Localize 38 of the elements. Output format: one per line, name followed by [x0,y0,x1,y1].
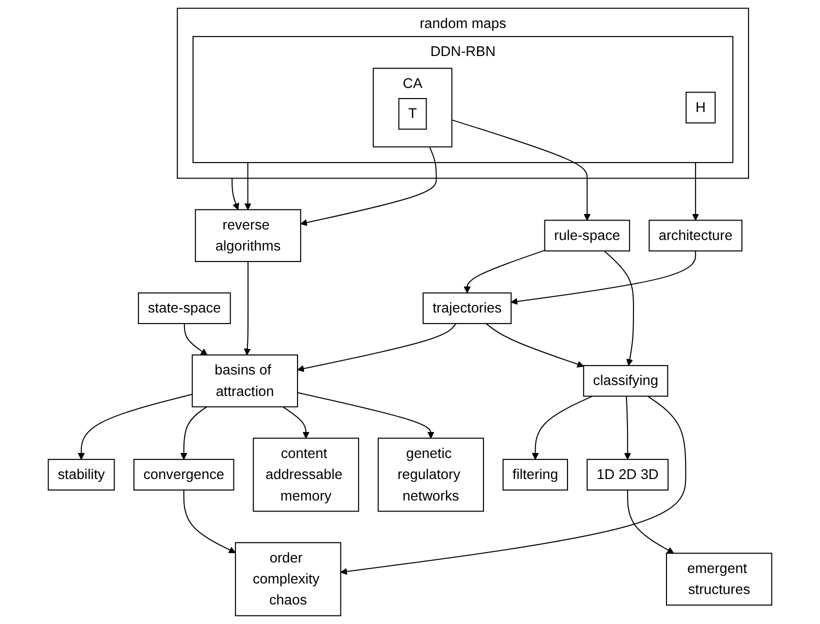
arrow [282,406,310,439]
arrow [180,406,208,460]
arrow [184,324,208,356]
arrow [486,323,584,368]
process-box: rule-space [544,220,630,252]
process-box: classifying [583,365,668,397]
arrow [244,262,251,356]
arrow [183,490,236,554]
arrow [300,146,437,226]
arrow [510,250,696,305]
arrow [604,250,634,366]
process-box: trajectories [422,292,512,324]
arrow [244,162,252,210]
process-box: order complexity chaos [234,542,342,616]
process-box: content addressable memory [252,438,360,512]
process-box: stability [48,458,115,491]
arrow [297,323,456,372]
process-box: state-space [138,292,231,324]
process-box: basins of attraction [192,354,298,408]
arrow [624,396,632,460]
process-box: reverse algorithms [194,209,302,262]
process-box: T [398,98,427,130]
arrow [627,490,674,554]
process-box: H [686,92,716,124]
arrow [297,392,434,439]
arrow [692,162,699,221]
process-box: convergence [133,458,234,491]
arrow [232,178,240,210]
process-box: architecture [648,220,742,252]
arrow [78,394,192,460]
process-box: emergent structures [666,552,772,606]
arrow [340,396,686,575]
arrow [452,119,591,221]
process-box: 1D 2D 3D [586,458,669,491]
arrow [532,396,593,460]
process-box: genetic regulatory networks [378,438,484,512]
process-box: filtering [502,458,568,491]
arrow [464,250,545,294]
